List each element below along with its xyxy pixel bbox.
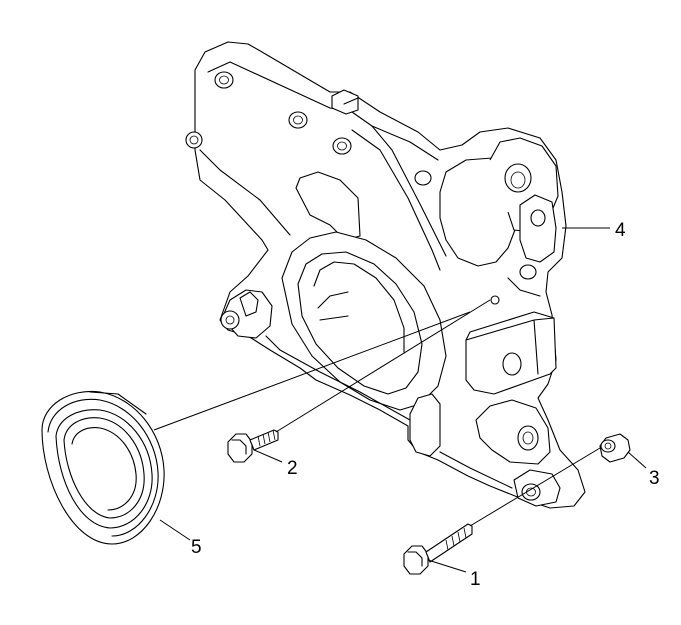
bolt-short: [227, 429, 279, 463]
dowel-sleeve: [599, 433, 631, 463]
callout-1: 1: [470, 569, 481, 590]
callout-3: 3: [649, 468, 660, 489]
bolt-long: [403, 523, 473, 575]
shaft-seal-ring: [41, 390, 165, 545]
callout-4: 4: [615, 220, 626, 241]
callout-5: 5: [191, 537, 202, 558]
front-cover-housing: [185, 41, 586, 509]
callout-2: 2: [287, 458, 298, 479]
leader-lines: [153, 227, 647, 573]
